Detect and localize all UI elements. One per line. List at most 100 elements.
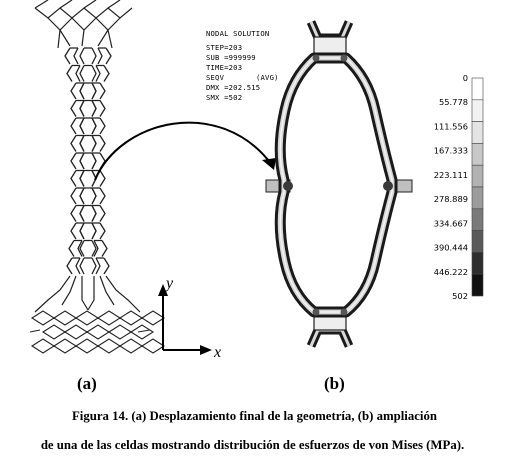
lattice-strut xyxy=(70,100,77,117)
lattice-strut xyxy=(79,152,85,170)
lattice-strut xyxy=(91,205,97,222)
legend-label: 223.111 xyxy=(434,170,468,180)
lattice-strut xyxy=(77,240,83,257)
lattice-strut xyxy=(91,152,97,170)
lattice-strut xyxy=(29,329,151,333)
zoom-arrow-head xyxy=(262,158,276,170)
lattice-strut xyxy=(99,135,106,152)
lattice-strut xyxy=(30,310,166,326)
step-value: STEP=203 xyxy=(206,43,242,52)
lattice-strut xyxy=(73,47,79,65)
lattice-strut xyxy=(95,65,101,82)
lattice-strut xyxy=(91,117,97,135)
lattice-strut xyxy=(81,276,95,311)
legend-label: 0 xyxy=(463,73,468,83)
lattice-strut xyxy=(57,29,113,49)
legend-label: 278.889 xyxy=(434,194,468,204)
avg-label: (AVG) xyxy=(256,73,279,82)
lattice-strut xyxy=(79,117,85,135)
legend-swatch xyxy=(471,164,484,188)
lattice-strut xyxy=(79,170,85,187)
legend-swatch xyxy=(471,208,484,231)
caption-line-1: Figura 14. (a) Desplazamiento final de l… xyxy=(71,409,438,423)
lattice-strut xyxy=(79,100,85,117)
lattice-strut xyxy=(70,82,77,100)
dmx-value: DMX =202.515 xyxy=(206,83,260,92)
zoom-arrow xyxy=(94,121,273,181)
lattice-strut xyxy=(34,275,141,313)
legend-swatch xyxy=(471,121,484,144)
lattice-strut xyxy=(41,324,155,340)
legend-swatch xyxy=(471,252,484,275)
panel-a-label: (a) xyxy=(77,374,97,393)
smx-value: SMX =502 xyxy=(206,93,242,102)
lattice-strut xyxy=(103,257,110,275)
lattice-strut xyxy=(105,47,112,65)
lattice-strut xyxy=(93,240,99,257)
lattice-strut xyxy=(66,257,73,275)
lattice-strut xyxy=(99,117,106,135)
lattice-strut xyxy=(70,205,77,222)
lattice-strut xyxy=(99,100,106,117)
axis-x-label: x xyxy=(213,344,221,361)
lattice-strut xyxy=(68,240,75,257)
lattice-strut xyxy=(34,0,121,9)
lattice-strut xyxy=(79,222,85,240)
legend-swatch xyxy=(471,186,484,210)
lattice-strut xyxy=(99,187,106,205)
legend-label: 111.556 xyxy=(434,121,468,131)
lattice-strut xyxy=(79,65,85,82)
legend-swatch xyxy=(471,230,484,253)
lattice-strut xyxy=(91,257,97,275)
lattice-strut xyxy=(95,257,101,275)
lattice-strut xyxy=(70,135,77,152)
lattice-strut xyxy=(70,222,77,240)
time-value: TIME=203 xyxy=(206,63,242,72)
lattice-strut xyxy=(70,117,77,135)
lattice-strut xyxy=(79,257,85,275)
legend-label: 167.333 xyxy=(434,146,468,156)
lattice-strut xyxy=(47,17,121,31)
legend-label: 390.444 xyxy=(434,243,468,253)
coordinate-axes xyxy=(158,284,212,355)
lattice-strut xyxy=(99,205,106,222)
lattice-strut xyxy=(64,47,71,65)
nodal-solution-title: NODAL SOLUTION xyxy=(206,29,269,38)
legend-label: 502 xyxy=(452,291,468,301)
lattice-strut xyxy=(61,275,115,306)
lattice-strut xyxy=(75,65,81,82)
legend-swatch xyxy=(471,143,484,166)
lattice-strut xyxy=(97,47,103,65)
lattice-strut xyxy=(91,135,97,152)
lattice-strut xyxy=(101,240,108,257)
lattice-strut xyxy=(79,205,85,222)
lattice-strut xyxy=(91,240,97,257)
lattice-strut xyxy=(79,47,85,65)
legend-swatch xyxy=(471,77,484,101)
caption-line-2: de una de las celdas mostrando distribuc… xyxy=(40,438,465,452)
lattice-strut xyxy=(91,100,97,117)
lattice-strut xyxy=(91,222,97,240)
legend-label: 334.667 xyxy=(434,218,468,228)
lattice-strut xyxy=(79,82,85,100)
lattice-strut xyxy=(99,222,106,240)
panel-b-label: (b) xyxy=(324,374,345,393)
lattice-strut xyxy=(99,82,106,100)
seqv-label: SEQV xyxy=(206,73,225,82)
axis-y-label: y xyxy=(164,275,174,292)
lattice-strut xyxy=(66,65,73,82)
lattice-strut xyxy=(91,187,97,205)
lattice-strut xyxy=(99,170,106,187)
lattice-strut xyxy=(30,338,166,354)
lattice-strut xyxy=(91,47,97,65)
nodal-solution-info: NODAL SOLUTION STEP=203 SUB =999999 TIME… xyxy=(206,29,279,102)
legend-label: 55.778 xyxy=(439,97,468,107)
legend-swatch xyxy=(471,273,484,297)
lattice-strut xyxy=(103,65,110,82)
lattice-strut xyxy=(75,257,81,275)
lattice-strut xyxy=(70,187,77,205)
lattice-strut xyxy=(79,135,85,152)
lattice-strut xyxy=(70,152,77,170)
lattice-strut xyxy=(34,7,133,19)
